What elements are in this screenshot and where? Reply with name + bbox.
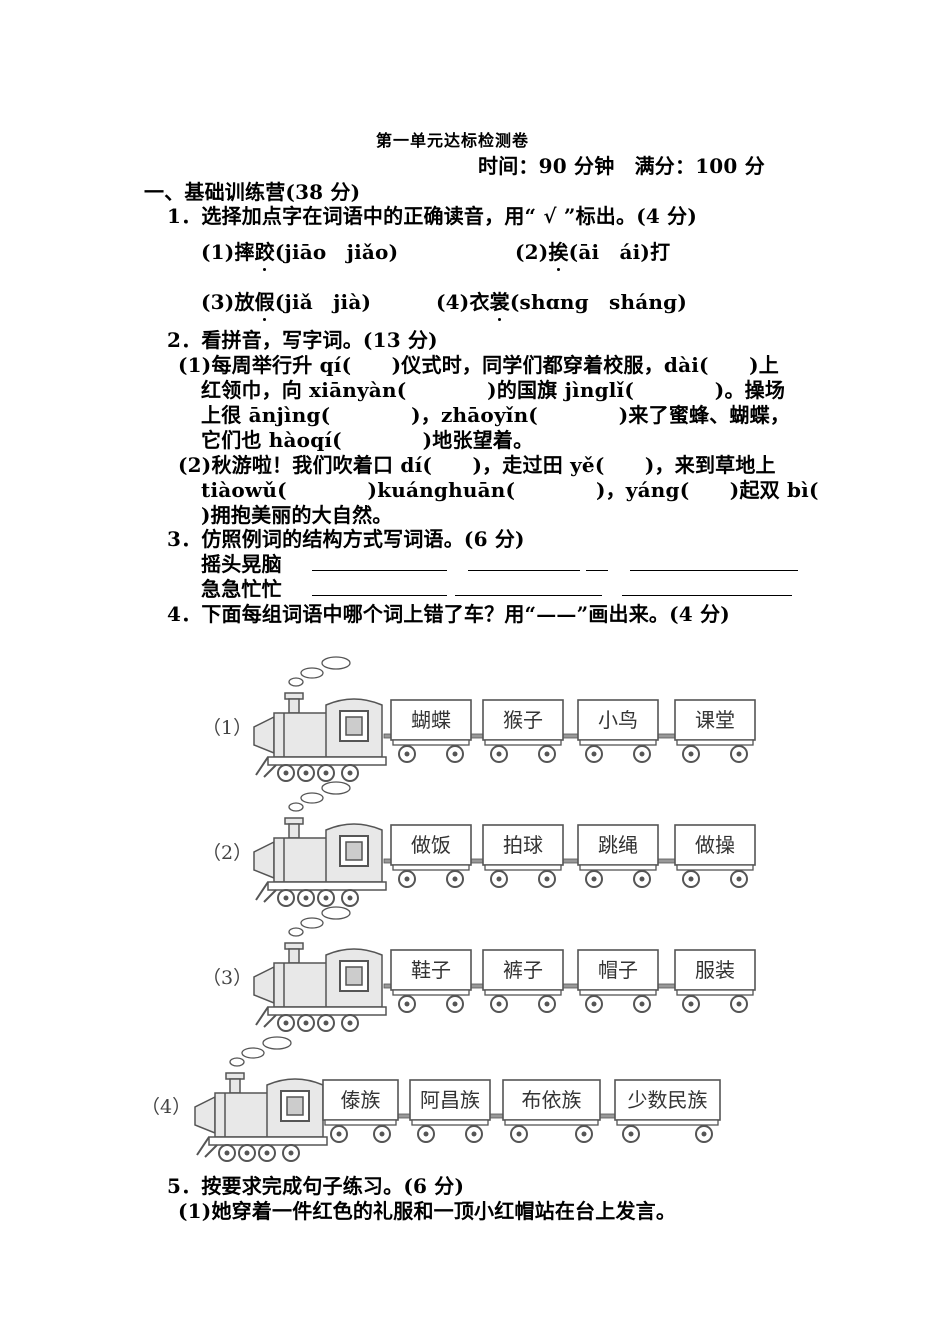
q2-line: (1)每周举行升 qí( )仪式时，同学们都穿着校服，dài( )上 bbox=[178, 353, 779, 377]
q2-line: )拥抱美丽的大自然。 bbox=[201, 503, 393, 527]
q2-line: 上很 ānjìng( )，zhāoyǐn( )来了蜜蜂、蝴蝶， bbox=[201, 403, 791, 427]
train-car-label: 少数民族 bbox=[628, 1088, 708, 1112]
train-car-label: 阿昌族 bbox=[420, 1088, 480, 1112]
train-car-label: 跳绳 bbox=[598, 833, 638, 857]
train-label: （3） bbox=[202, 967, 253, 989]
answer-blank[interactable] bbox=[312, 577, 447, 596]
q3-title: 3．仿照例词的结构方式写词语。(6 分) bbox=[167, 527, 525, 551]
train-car-label: 裤子 bbox=[503, 958, 543, 982]
q2-line: 它们也 hàoqí( )地张望着。 bbox=[201, 428, 534, 452]
example-word: 摇头晃脑 bbox=[201, 552, 282, 576]
example-word: 急急忙忙 bbox=[201, 577, 282, 601]
train-car-label: 服装 bbox=[695, 958, 735, 982]
section-heading: 一、基础训练营(38 分) bbox=[144, 180, 361, 204]
answer-blank[interactable] bbox=[630, 552, 798, 571]
train-car-label: 傣族 bbox=[341, 1088, 381, 1112]
train-car-label: 做操 bbox=[695, 833, 735, 857]
train: 做饭 拍球 跳绳 做操 bbox=[253, 781, 756, 907]
q2-line: (2)秋游啦！我们吹着口 dí( )，走过田 yě( )，来到草地上 bbox=[178, 453, 776, 477]
train-label: （4） bbox=[141, 1096, 192, 1118]
train-car-label: 帽子 bbox=[598, 958, 638, 982]
answer-blank[interactable] bbox=[622, 577, 792, 596]
q3-row-2: 急急忙忙 bbox=[201, 573, 282, 602]
q2-line: tiàowǔ( )kuánghuān( )，yáng( )起双 bì( bbox=[201, 478, 819, 502]
train-car-label: 布依族 bbox=[522, 1088, 582, 1112]
train-label: （2） bbox=[202, 842, 253, 864]
page-title: 第一单元达标检测卷 bbox=[376, 131, 530, 150]
answer-blank[interactable] bbox=[468, 552, 580, 571]
dotted-char: 挨 bbox=[548, 240, 569, 264]
train-car-label: 课堂 bbox=[695, 708, 735, 732]
q5-title: 5．按要求完成句子练习。(6 分) bbox=[167, 1174, 465, 1198]
q1-item-4: (4)衣裳(shɑnɡ shánɡ) bbox=[436, 290, 687, 314]
q5-sentence: (1)她穿着一件红色的礼服和一顶小红帽站在台上发言。 bbox=[178, 1199, 677, 1223]
train-car-label: 拍球 bbox=[503, 833, 543, 857]
answer-blank[interactable] bbox=[312, 552, 447, 571]
train: 鞋子 裤子 帽子 服装 bbox=[253, 906, 756, 1032]
train-car-label: 鞋子 bbox=[411, 958, 451, 982]
time-info: 时间：90 分钟 满分：100 分 bbox=[478, 154, 765, 178]
q2-line: 红领巾，向 xiānyàn( )的国旗 jìnglǐ( )。操场 bbox=[201, 378, 786, 402]
train-car-label: 小鸟 bbox=[598, 708, 638, 732]
q3-row-1: 摇头晃脑 bbox=[201, 548, 282, 577]
train-car-label: 蝴蝶 bbox=[411, 708, 451, 732]
dotted-char: 跤 bbox=[254, 240, 275, 264]
q4-title: 4．下面每组词语中哪个词上错了车？用“——”画出来。(4 分) bbox=[167, 602, 730, 626]
dotted-char: 裳 bbox=[489, 290, 510, 314]
train-label: （1） bbox=[202, 717, 253, 739]
answer-blank[interactable] bbox=[586, 552, 608, 571]
train-car-label: 做饭 bbox=[411, 833, 451, 857]
dotted-char: 假 bbox=[254, 290, 275, 314]
train-car-label: 猴子 bbox=[503, 708, 543, 732]
q1-title: 1．选择加点字在词语中的正确读音，用“ √ ”标出。(4 分) bbox=[167, 204, 697, 228]
q1-item-1: (1)摔跤(jiāo jiǎo) bbox=[201, 240, 399, 264]
q1-item-3: (3)放假(jiǎ jià) bbox=[201, 290, 372, 314]
q1-item-2: (2)挨(āi ái)打 bbox=[515, 240, 671, 264]
train: 傣族 阿昌族 布依族 少数民族 bbox=[194, 1036, 721, 1162]
q2-title: 2．看拼音，写字词。(13 分) bbox=[167, 328, 438, 352]
answer-blank[interactable] bbox=[455, 577, 602, 596]
train: 蝴蝶 猴子 小鸟 课堂 bbox=[253, 656, 756, 782]
